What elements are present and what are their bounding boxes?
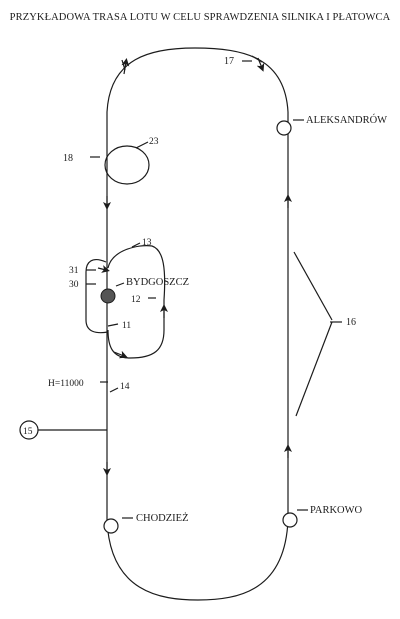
label-altitude: H=11000: [48, 379, 84, 389]
waypoint-parkowo: [282, 512, 298, 528]
label-11: 11: [122, 321, 131, 331]
arrow-loop-11: [113, 350, 128, 359]
loop-31-30: [85, 259, 109, 334]
label-bydgoszcz: BYDGOSZCZ: [126, 277, 189, 288]
arrow-top-left: [121, 58, 130, 75]
route-top-turn: [106, 47, 289, 113]
leader-13: [131, 242, 141, 248]
label-parkowo: PARKOWO: [310, 505, 363, 516]
arrow-top-right-2: [256, 57, 265, 72]
circle-pattern-23: [104, 145, 150, 185]
label-13: 13: [142, 238, 152, 248]
page-title: PRZYKŁADOWA TRASA LOTU W CELU SPRAWDZENI…: [9, 12, 391, 23]
leader-14: [109, 387, 119, 393]
label-aleksandrow: ALEKSANDRÓW: [306, 114, 387, 126]
label-15: 15: [23, 427, 33, 437]
label-30: 30: [69, 280, 79, 290]
arrow-top-right: [251, 55, 263, 63]
label-23: 23: [149, 137, 159, 147]
leader-23: [135, 141, 149, 149]
label-14: 14: [120, 382, 130, 392]
label-17: 17: [224, 56, 234, 67]
label-16: 16: [346, 317, 356, 328]
waypoint-chodziez: [103, 518, 119, 534]
leader-16-lower: [295, 321, 333, 417]
route-bottom-turn: [106, 519, 289, 601]
leader-bydgoszcz: [115, 282, 125, 287]
leader-16-upper: [293, 251, 333, 321]
label-18: 18: [63, 153, 73, 164]
leader-11: [107, 323, 119, 327]
waypoint-bydgoszcz: [100, 288, 116, 304]
label-31: 31: [69, 266, 79, 276]
arrow-loop-30: [97, 265, 110, 273]
circled-ref-15: [19, 420, 39, 440]
waypoint-aleksandrow: [276, 120, 292, 136]
label-chodziez: CHODZIEŻ: [136, 512, 189, 524]
label-12: 12: [131, 295, 141, 305]
